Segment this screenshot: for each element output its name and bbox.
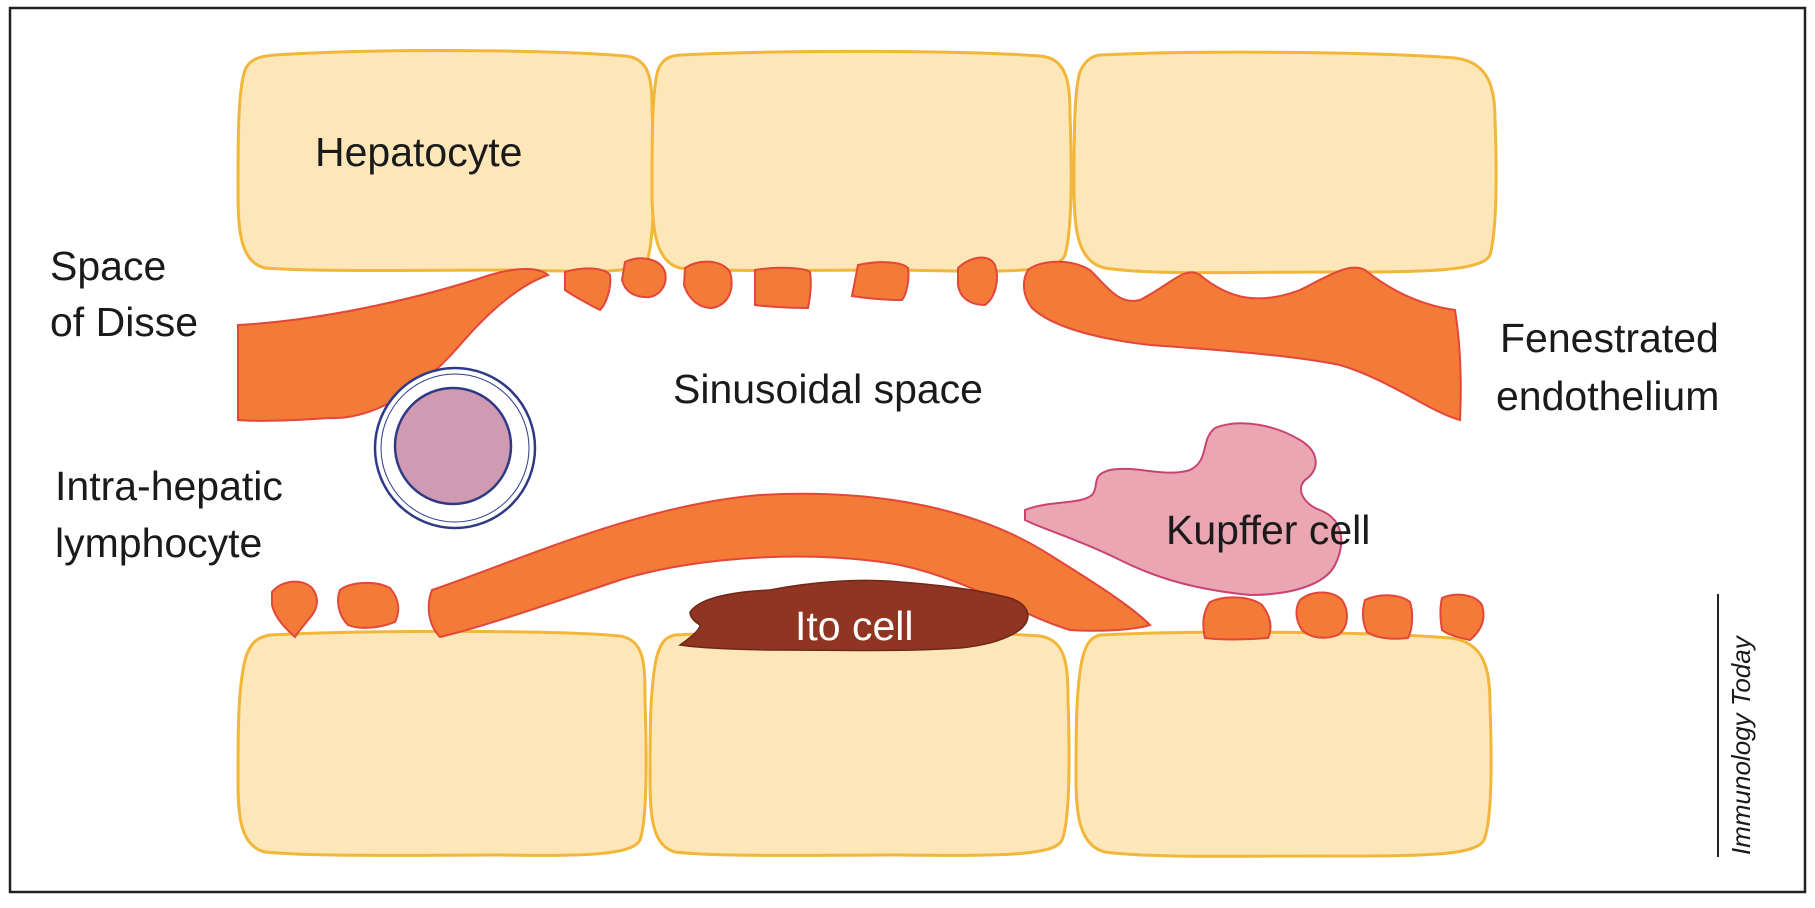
hepatocyte-label: Hepatocyte bbox=[315, 129, 522, 175]
endothelial-fragment bbox=[1363, 595, 1412, 638]
hepatocyte-top-middle bbox=[652, 51, 1071, 271]
space-of-disse-label-line1: Space bbox=[50, 243, 166, 289]
endothelial-fragment bbox=[1203, 597, 1270, 639]
endothelial-fragment bbox=[852, 262, 909, 300]
lymphocyte-label-line2: lymphocyte bbox=[55, 520, 262, 566]
hepatocyte-bottom-middle bbox=[650, 631, 1069, 855]
sinusoidal-space-label: Sinusoidal space bbox=[673, 366, 983, 412]
space-of-disse-label-line2: of Disse bbox=[50, 299, 198, 345]
endothelial-fragment bbox=[622, 258, 666, 297]
lymphocyte-nucleus bbox=[395, 388, 511, 504]
bottom-hepatocyte-row bbox=[238, 631, 1491, 856]
fenestrated-endothelium-label-line1: Fenestrated bbox=[1500, 315, 1719, 361]
endothelial-fragment bbox=[755, 268, 811, 308]
lymphocyte-label-line1: Intra-hepatic bbox=[55, 463, 283, 509]
endothelial-fragment bbox=[1441, 595, 1484, 640]
fenestrated-endothelium-label-line2: endothelium bbox=[1496, 373, 1719, 419]
intra-hepatic-lymphocyte bbox=[375, 368, 535, 528]
hepatocyte-bottom-left bbox=[238, 631, 646, 855]
credit-label: Immunology Today bbox=[1726, 634, 1756, 855]
ito-cell-label: Ito cell bbox=[795, 603, 914, 649]
hepatocyte-top-right bbox=[1074, 52, 1496, 272]
endothelial-fragment bbox=[1296, 593, 1346, 638]
endothelial-fragment bbox=[338, 583, 398, 628]
endothelial-fragment bbox=[958, 258, 997, 305]
kupffer-cell-label: Kupffer cell bbox=[1166, 507, 1370, 553]
hepatocyte-bottom-right bbox=[1076, 632, 1491, 856]
